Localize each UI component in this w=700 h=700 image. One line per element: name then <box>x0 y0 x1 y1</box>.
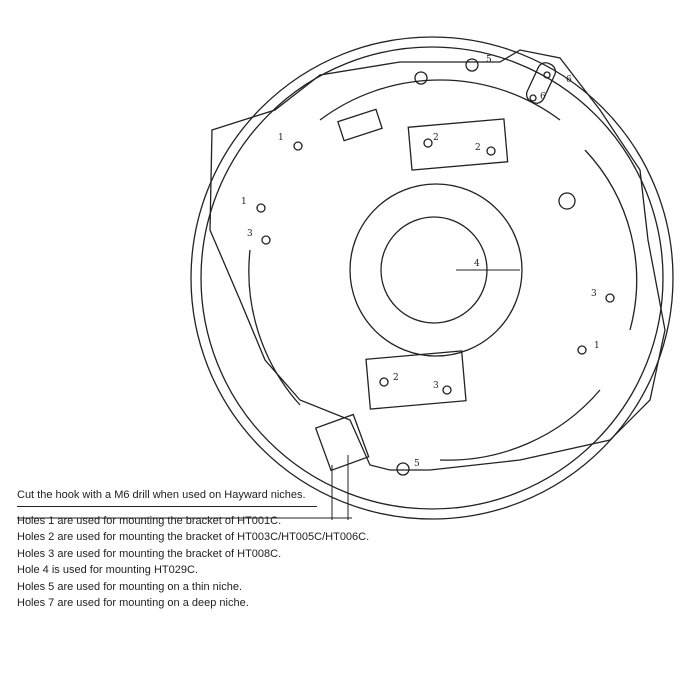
label-hole-6: 6 <box>566 75 572 85</box>
hole-1 <box>293 141 303 151</box>
hole-6 <box>543 71 551 79</box>
hole-2 <box>486 146 496 156</box>
note-line: Holes 3 are used for mounting the bracke… <box>17 547 282 560</box>
label-hole-1: 1 <box>594 341 600 351</box>
inner-arc-right <box>584 149 638 331</box>
label-hole-3: 3 <box>591 289 597 299</box>
hole-6 <box>529 94 537 102</box>
label-hole-2: 2 <box>433 133 439 143</box>
label-hole-5: 5 <box>414 459 420 469</box>
label-hole-1: 1 <box>278 133 284 143</box>
label-hole-2: 2 <box>393 373 399 383</box>
hole-2 <box>379 377 389 387</box>
plate-outline <box>209 49 666 471</box>
note-line: Holes 2 are used for mounting the bracke… <box>17 531 370 543</box>
hole-5 <box>465 58 479 72</box>
label-hole-5: 5 <box>486 55 492 65</box>
label-hole-2: 2 <box>475 143 481 153</box>
label-hole-1: 1 <box>241 197 247 207</box>
note-line: Holes 5 are used for mounting on a thin … <box>17 580 243 593</box>
hole-misc <box>414 71 428 85</box>
hole-3 <box>605 293 615 303</box>
hole-1 <box>577 345 587 355</box>
note-line: Holes 1 are used for mounting the bracke… <box>17 514 282 527</box>
label-hole-4: 4 <box>474 259 480 269</box>
ring-outer <box>349 183 523 357</box>
hook-note: Cut the hook with a M6 drill when used o… <box>17 487 317 507</box>
outer-rim <box>190 36 674 520</box>
hole-3 <box>261 235 271 245</box>
hole-5 <box>396 462 410 476</box>
notes: Cut the hook with a M6 drill when used o… <box>17 487 369 612</box>
pad-bottom <box>365 350 467 410</box>
label-hole-3: 3 <box>247 229 253 239</box>
hole-1 <box>256 203 266 213</box>
hole-2 <box>423 138 433 148</box>
pad-top <box>407 118 509 171</box>
note-line: Hole 4 is used for mounting HT029C. <box>17 564 198 576</box>
label-hole-3: 3 <box>433 381 439 391</box>
slot-top <box>337 108 383 142</box>
outer-rim-inner <box>200 46 664 510</box>
hook-bottom-left <box>314 413 370 472</box>
inner-arc-left <box>248 249 301 406</box>
inner-arc-bottom <box>439 389 601 461</box>
hole-2 <box>442 385 452 395</box>
label-hole-6: 6 <box>540 92 546 102</box>
note-line: Holes 7 are used for mounting on a deep … <box>17 597 249 609</box>
inner-arc-top <box>319 79 561 121</box>
hook-top-right <box>525 62 557 104</box>
hole-misc <box>558 192 576 210</box>
